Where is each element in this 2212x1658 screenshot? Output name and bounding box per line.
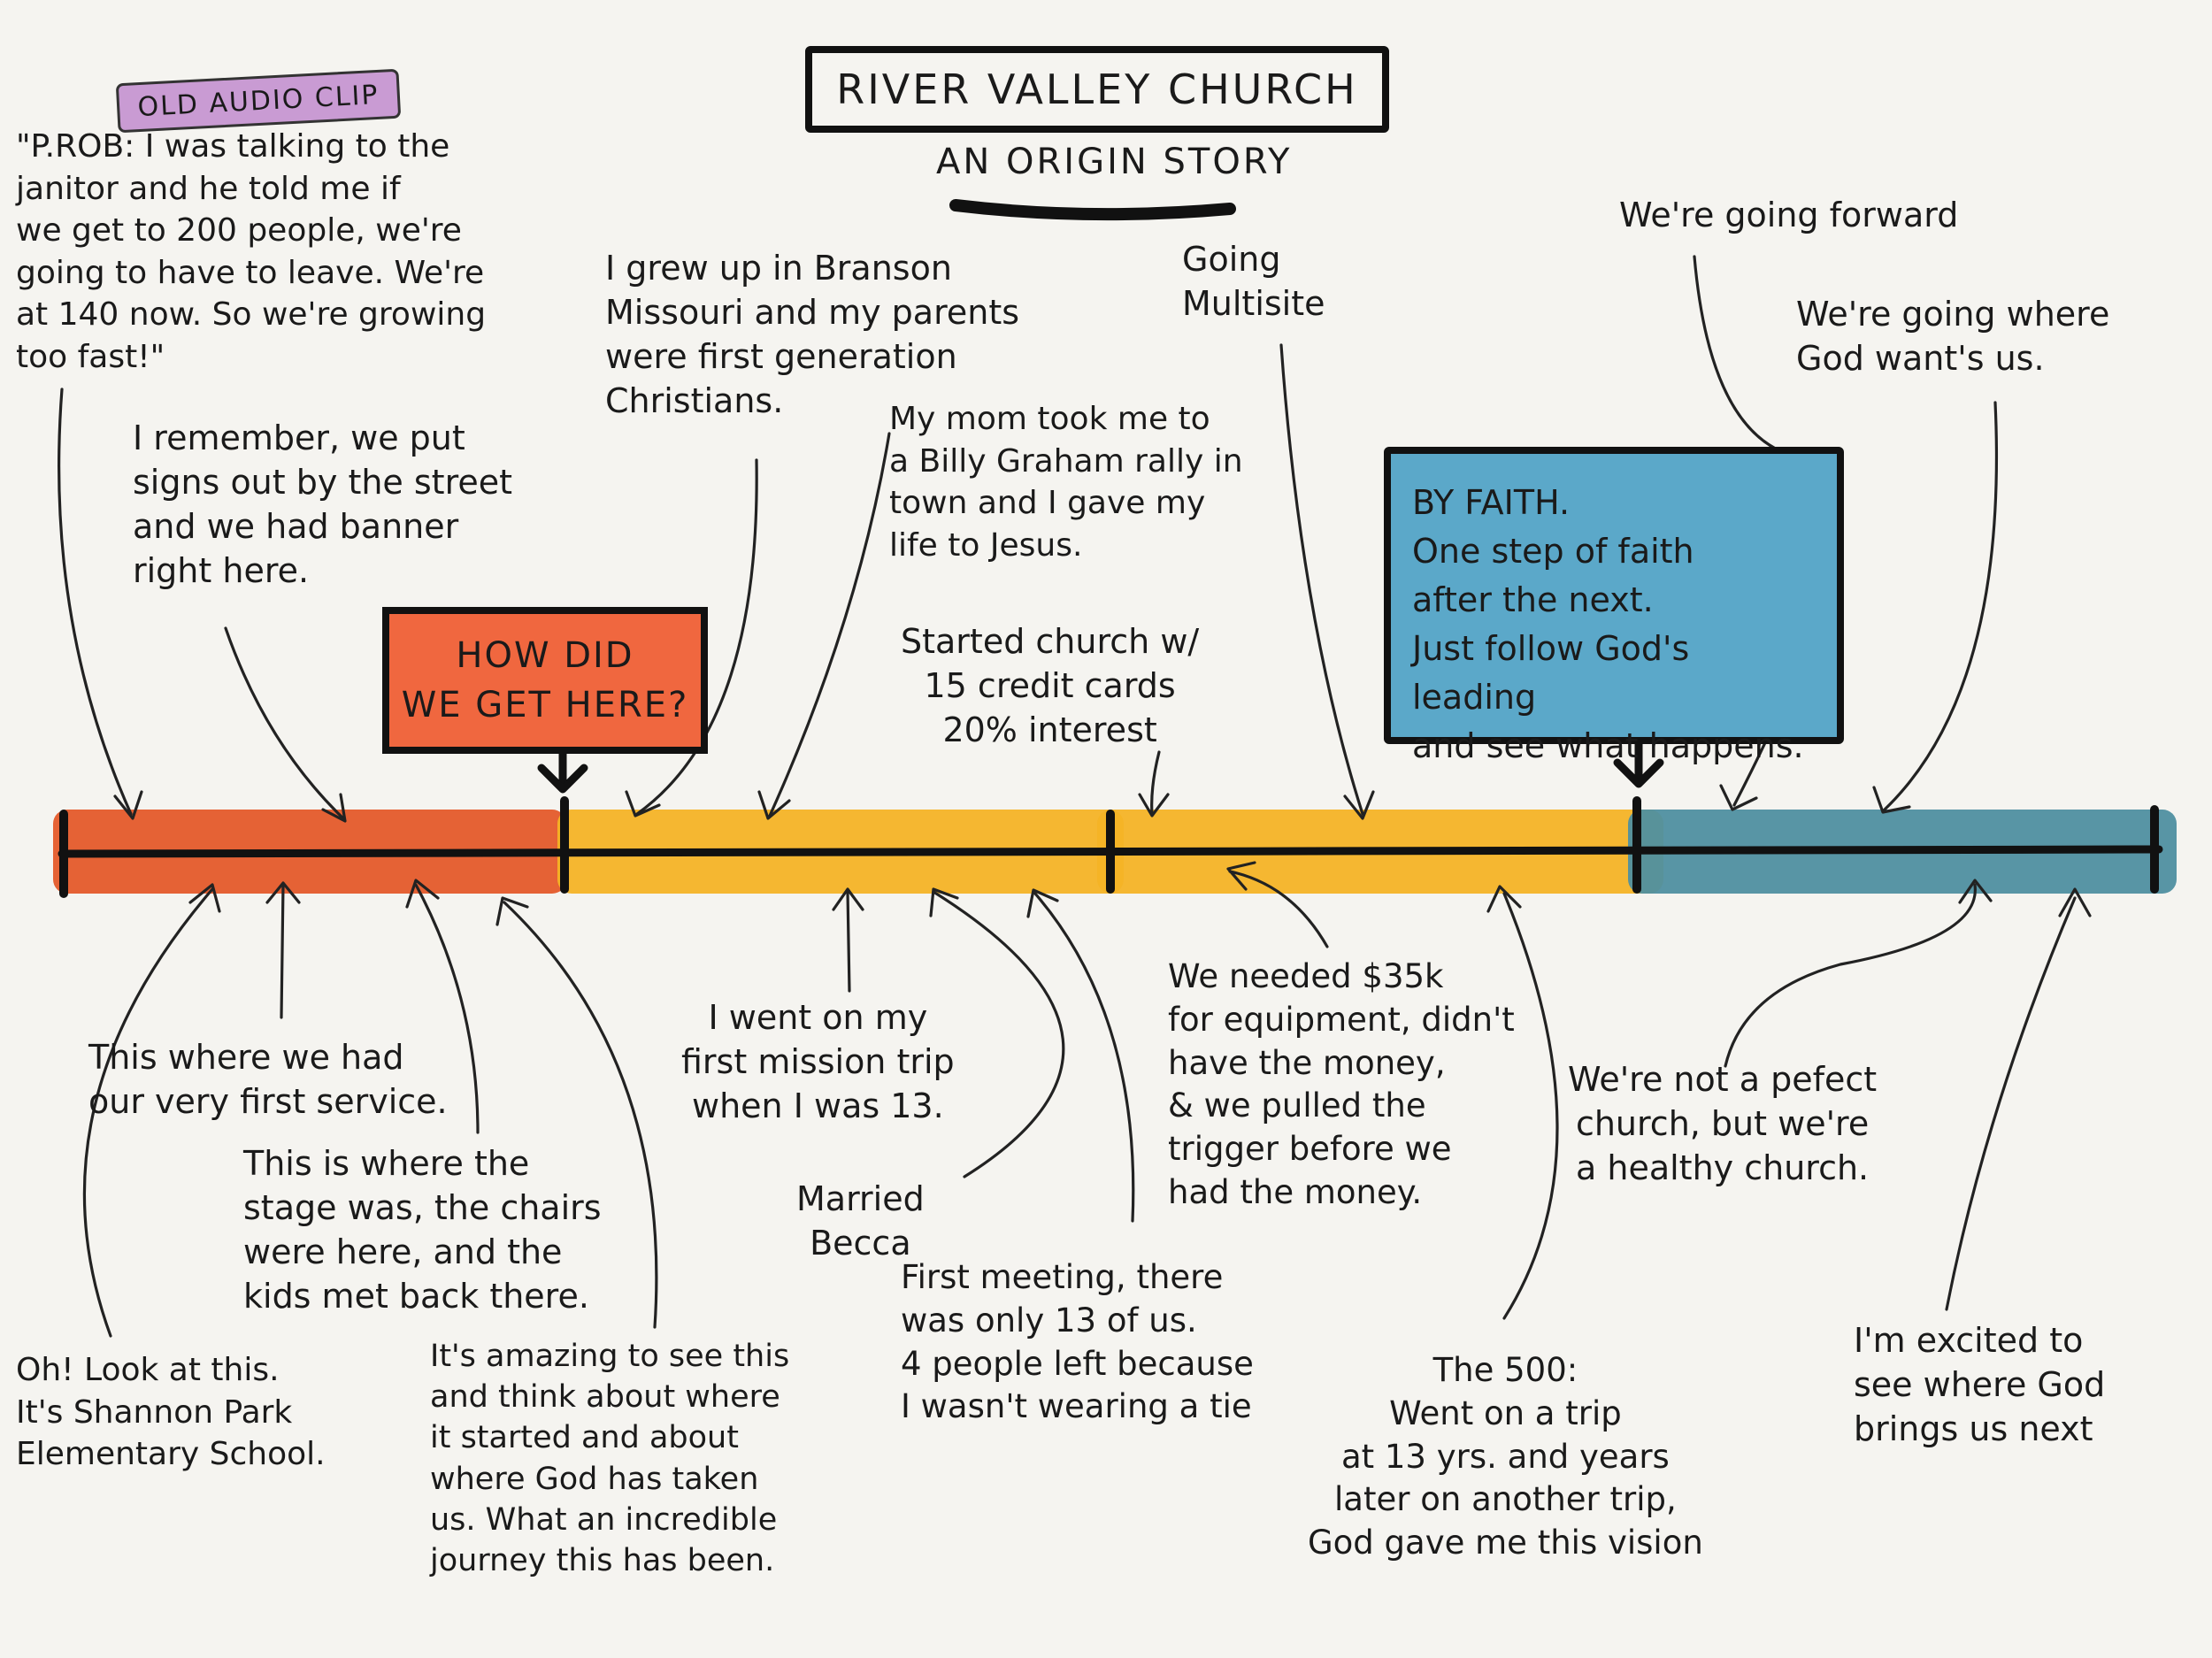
subtitle-underline (949, 199, 1236, 221)
note-married-becca: Married Becca (796, 1179, 925, 1263)
note-first-meeting: First meeting, there was only 13 of us. … (901, 1258, 1254, 1426)
note-the-500: The 500: Went on a trip at 13 yrs. and y… (1308, 1351, 1703, 1562)
note-signs-banner: I remember, we put signs out by the stre… (133, 418, 513, 591)
note-healthy-church: We're not a pefect church, but we're a h… (1568, 1060, 1878, 1188)
callout-red-line1: HOW DID (456, 635, 634, 676)
by-faith-callout: BY FAITH. One step of faith after the ne… (1384, 447, 1844, 765)
note-credit-cards: Started church w/ 15 credit cards 20% in… (901, 622, 1200, 750)
note-first-service: This where we had our very first service… (88, 1038, 448, 1122)
note-branson: I grew up in Branson Missouri and my par… (605, 249, 1020, 421)
note-going-where-god-wants: We're going where God want's us. (1796, 295, 2110, 379)
note-shannon-park: Oh! Look at this. It's Shannon Park Elem… (16, 1352, 326, 1473)
note-excited: I'm excited to see where God brings us n… (1854, 1321, 2106, 1449)
note-needed-35k: We needed $35k for equipment, didn't hav… (1168, 957, 1515, 1212)
note-billy-graham: My mom took me to a Billy Graham rally i… (889, 401, 1243, 564)
note-janitor-quote: "P.ROB: I was talking to the janitor and… (16, 128, 487, 375)
note-first-mission-trip: I went on my first mission trip when I w… (681, 998, 955, 1126)
note-going-multisite: Going Multisite (1182, 240, 1325, 324)
callout-red-line2: WE GET HERE? (401, 685, 689, 725)
note-going-forward: We're going forward (1619, 196, 1959, 234)
note-stage-chairs: This is where the stage was, the chairs … (243, 1144, 602, 1316)
note-amazing-journey: It's amazing to see this and think about… (430, 1339, 790, 1578)
page-title: RIVER VALLEY CHURCH (805, 46, 1389, 133)
page-subtitle: AN ORIGIN STORY (936, 142, 1293, 182)
how-did-we-get-here-callout: HOW DID WE GET HERE? (382, 607, 708, 754)
